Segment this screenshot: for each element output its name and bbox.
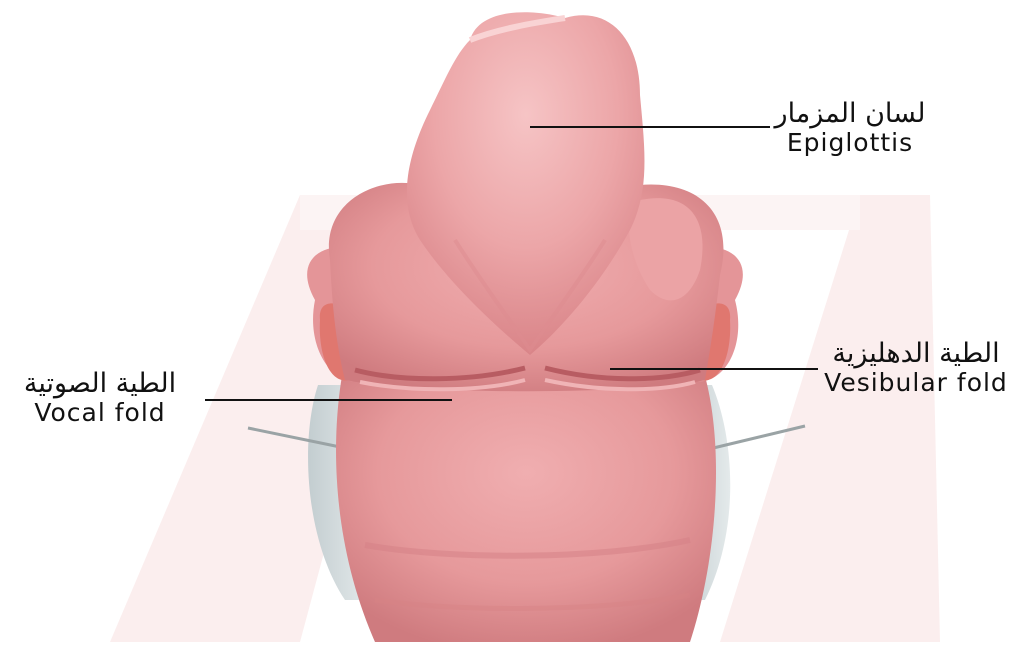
- vocal-fold-label-english: Vocal fold: [0, 399, 200, 428]
- epiglottis-label-english: Epiglottis: [760, 129, 940, 158]
- vocal-fold-label-arabic: الطية الصوتية: [0, 368, 200, 399]
- vestibular-fold-label-arabic: الطية الدهليزية: [808, 338, 1024, 369]
- vestibular-fold-label-english: Vesibular fold: [808, 369, 1024, 398]
- epiglottis-label: لسان المزمار Epiglottis: [760, 98, 940, 158]
- vocal-fold-label: الطية الصوتية Vocal fold: [0, 368, 200, 428]
- vestibular-fold-label: الطية الدهليزية Vesibular fold: [808, 338, 1024, 398]
- watermark-shape: [720, 195, 940, 642]
- epiglottis-label-arabic: لسان المزمار: [760, 98, 940, 129]
